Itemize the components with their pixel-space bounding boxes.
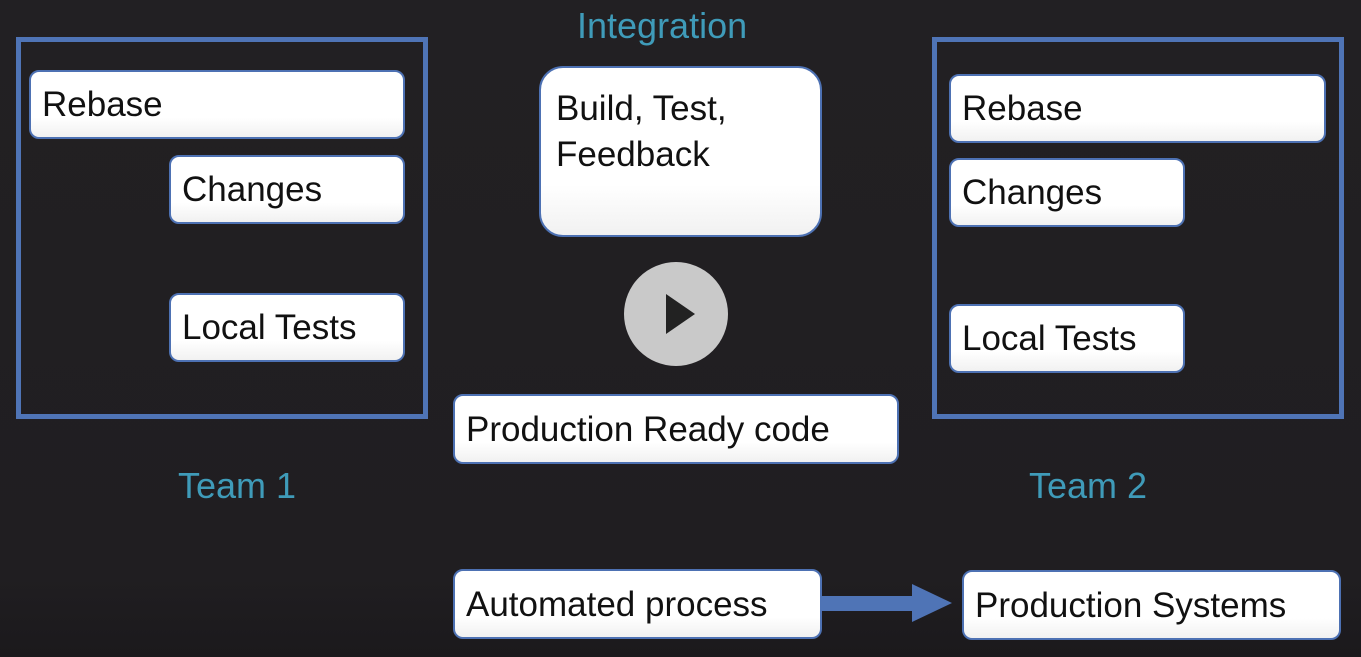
team1-local-tests-box: Local Tests: [169, 293, 405, 362]
team2-changes-box: Changes: [949, 158, 1185, 227]
build-test-feedback-box: Build, Test, Feedback: [539, 66, 822, 237]
team1-changes-box: Changes: [169, 155, 405, 224]
integration-title: Integration: [577, 5, 748, 46]
team1-label: Team 1: [178, 465, 297, 506]
team2-frame: [932, 37, 1344, 419]
team2-rebase-box: Rebase: [949, 74, 1326, 143]
automated-process-box: Automated process: [453, 569, 822, 639]
play-button[interactable]: [624, 262, 728, 366]
team1-frame: [16, 37, 428, 419]
production-ready-box: Production Ready code: [453, 394, 899, 464]
team1-rebase-box: Rebase: [29, 70, 405, 139]
team2-label: Team 2: [1029, 465, 1148, 506]
team2-local-tests-box: Local Tests: [949, 304, 1185, 373]
play-icon: [666, 294, 695, 334]
production-systems-box: Production Systems: [962, 570, 1341, 640]
